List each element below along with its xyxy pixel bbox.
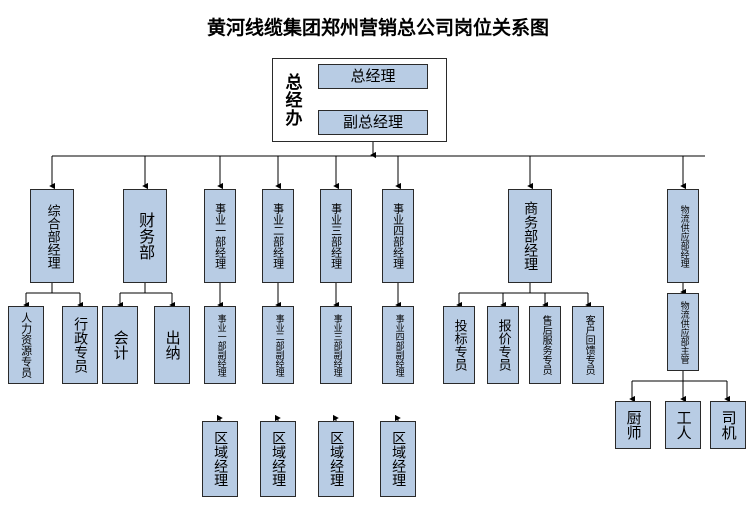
node-logistics-supply-manager[interactable]: 物流供应部经理 [667,189,699,283]
node-finance-department[interactable]: 财务部 [123,189,167,283]
node-cashier[interactable]: 出纳 [154,306,190,384]
node-cook[interactable]: 厨师 [615,401,651,449]
node-division-3-manager[interactable]: 事业三部经理 [320,189,352,283]
node-customer-feedback-specialist[interactable]: 客户回馈专员 [572,306,604,384]
node-regional-manager-2[interactable]: 区域经理 [260,421,296,497]
page-title: 黄河线缆集团郑州营销总公司岗位关系图 [206,17,549,39]
node-division-2-deputy-manager[interactable]: 事业二部副经理 [262,306,294,384]
node-regional-manager-3[interactable]: 区域经理 [318,421,354,497]
node-general-affairs-manager[interactable]: 综合部经理 [30,189,74,283]
node-quotation-specialist[interactable]: 报价专员 [487,306,519,384]
general-manager-office-label: 总经办 [281,73,302,127]
node-admin-specialist[interactable]: 行政专员 [62,306,98,384]
node-logistics-supply-supervisor[interactable]: 物流供应部主管 [667,293,699,371]
node-division-3-deputy-manager[interactable]: 事业三部副经理 [320,306,352,384]
node-driver[interactable]: 司机 [710,401,746,449]
node-regional-manager-4[interactable]: 区域经理 [380,421,416,497]
node-division-4-deputy-manager[interactable]: 事业四部副经理 [382,306,414,384]
node-hr-specialist[interactable]: 人力资源专员 [8,306,44,384]
node-worker[interactable]: 工人 [665,401,701,449]
node-division-1-deputy-manager[interactable]: 事业一部副经理 [204,306,236,384]
node-division-2-manager[interactable]: 事业二部经理 [262,189,294,283]
node-division-4-manager[interactable]: 事业四部经理 [382,189,414,283]
node-accountant[interactable]: 会计 [102,306,138,384]
node-after-sales-specialist[interactable]: 售后服务专员 [529,306,561,384]
node-general-manager[interactable]: 总经理 [318,64,428,89]
node-business-department-manager[interactable]: 商务部经理 [508,189,552,283]
node-bidding-specialist[interactable]: 投标专员 [443,306,475,384]
node-division-1-manager[interactable]: 事业一部经理 [204,189,236,283]
node-deputy-general-manager[interactable]: 副总经理 [318,110,428,135]
node-regional-manager-1[interactable]: 区域经理 [202,421,238,497]
